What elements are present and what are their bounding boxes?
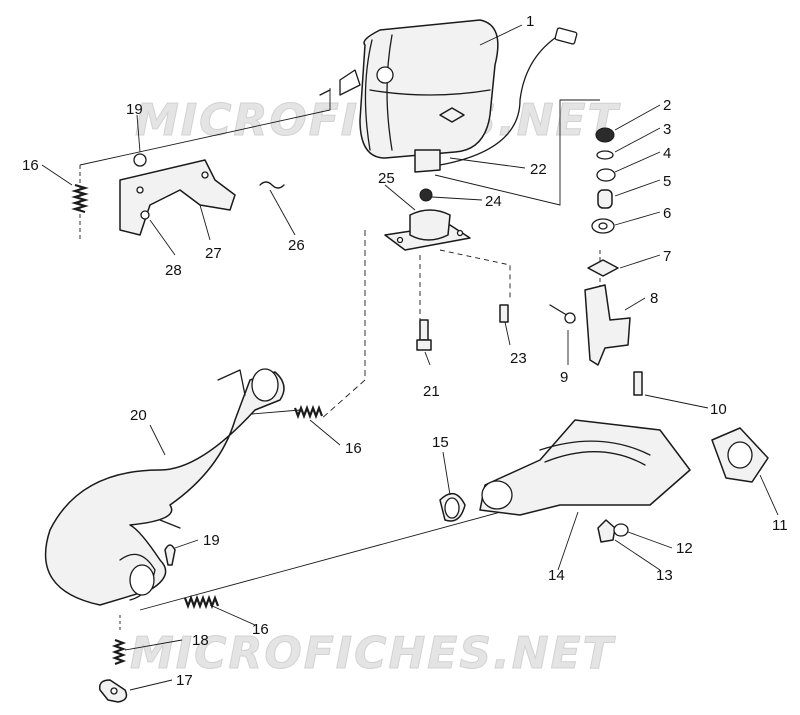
callout-18: 18 <box>192 632 209 649</box>
isolator-stack <box>549 127 643 396</box>
callout-16-top: 16 <box>22 157 39 174</box>
bolts <box>416 304 509 351</box>
temperature-sensor-wire <box>439 27 578 166</box>
callout-13: 13 <box>656 567 673 584</box>
springs <box>111 404 324 666</box>
callout-11: 11 <box>772 517 788 534</box>
mounting-bracket-plate <box>384 188 471 251</box>
callout-3: 3 <box>663 121 671 138</box>
callout-leaders <box>41 24 779 691</box>
exhaust-flange <box>98 679 128 703</box>
front-bracket <box>71 153 285 236</box>
callout-7: 7 <box>663 248 671 265</box>
callout-17: 17 <box>176 672 193 689</box>
callout-28: 28 <box>165 262 182 279</box>
callout-10: 10 <box>710 401 727 418</box>
callout-numbers: 1 2 3 4 5 6 7 8 9 10 11 12 13 14 15 16 1… <box>22 13 788 689</box>
callout-16-middle: 16 <box>345 440 362 457</box>
muffler-assembly <box>164 419 769 566</box>
callout-27: 27 <box>205 245 222 262</box>
callout-9: 9 <box>560 369 568 386</box>
callout-5: 5 <box>663 173 671 190</box>
callout-22: 22 <box>530 161 547 178</box>
callout-1: 1 <box>526 13 534 30</box>
callout-20: 20 <box>130 407 147 424</box>
callout-15: 15 <box>432 434 449 451</box>
callout-8: 8 <box>650 290 658 307</box>
callout-14: 14 <box>548 567 565 584</box>
callout-6: 6 <box>663 205 671 222</box>
callout-2: 2 <box>663 97 671 114</box>
expansion-chamber-pipe <box>44 368 285 606</box>
callout-19-top: 19 <box>126 101 143 118</box>
callout-24: 24 <box>485 193 502 210</box>
watermark-bottom: MICROFICHES.NET <box>130 628 616 679</box>
callout-16-bottom: 16 <box>252 621 269 638</box>
silencer-canister <box>319 19 499 173</box>
callout-26: 26 <box>288 237 305 254</box>
callout-19-bottom: 19 <box>203 532 220 549</box>
callout-21: 21 <box>423 383 440 400</box>
callout-4: 4 <box>663 145 671 162</box>
callout-12: 12 <box>676 540 693 557</box>
callout-25: 25 <box>378 170 395 187</box>
callout-23: 23 <box>510 350 527 367</box>
